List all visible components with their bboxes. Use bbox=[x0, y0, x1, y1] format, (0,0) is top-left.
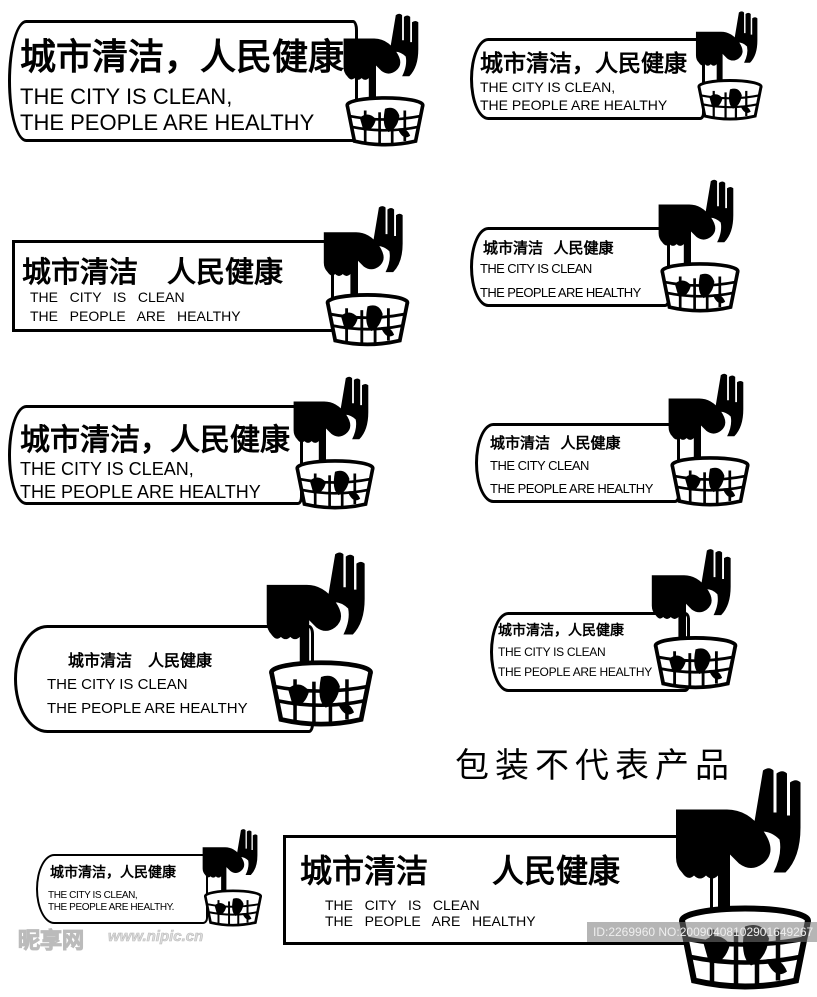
sign-6: 城市清洁 人民健康 THE CITY CLEAN THE PEOPLE ARE … bbox=[460, 355, 817, 525]
emblem bbox=[693, 2, 767, 128]
sign-9: 城市清洁，人民健康 THE CITY IS CLEAN, THE PEOPLE … bbox=[0, 810, 290, 952]
sign-english-line-1: THE CITY IS CLEAN, bbox=[480, 79, 616, 95]
sign-english-line-1: THE CITY IS CLEAN, bbox=[20, 84, 233, 109]
sign-english-line-2: THE PEOPLE ARE HEALTHY bbox=[30, 308, 241, 324]
sign-chinese-slogan: 城市清洁 人民健康 bbox=[300, 852, 621, 890]
sign-chinese-slogan: 城市清洁，人民健康 bbox=[20, 423, 290, 458]
hand-basket-emblem-icon bbox=[323, 206, 410, 347]
hand-basket-emblem-icon bbox=[343, 13, 425, 147]
watermark-url: www.nipic.cn bbox=[108, 928, 204, 946]
sign-english-line-1: THE CITY IS CLEAN bbox=[498, 645, 606, 659]
sign-chinese-slogan: 城市清洁 人民健康 bbox=[483, 239, 614, 257]
sign-7: 城市清洁 人民健康 THE CITY IS CLEAN THE PEOPLE A… bbox=[0, 530, 420, 740]
emblem bbox=[320, 195, 415, 355]
watermark-id-bar: ID:2269960 NO:20090408102901649267 bbox=[587, 922, 817, 942]
sign-plate bbox=[14, 625, 314, 733]
sign-chinese-slogan: 城市清洁 人民健康 bbox=[68, 651, 213, 670]
sign-plate bbox=[475, 423, 680, 503]
sign-english-line-2: THE PEOPLE ARE HEALTHY bbox=[20, 110, 315, 135]
sign-8: 城市清洁，人民健康 THE CITY IS CLEAN THE PEOPLE A… bbox=[460, 530, 817, 710]
hand-basket-emblem-icon bbox=[695, 11, 763, 121]
sign-english-line-1: THE CITY CLEAN bbox=[490, 458, 589, 473]
sign-plate bbox=[470, 38, 705, 120]
sign-english-line-2: THE PEOPLE ARE HEALTHY bbox=[20, 482, 261, 502]
hand-basket-emblem-icon bbox=[658, 179, 740, 313]
emblem bbox=[262, 538, 380, 738]
sign-english-line-2: THE PEOPLE ARE HEALTHY bbox=[480, 97, 668, 113]
sign-plate bbox=[470, 227, 670, 307]
sign-english-line-2: THE PEOPLE ARE HEALTHY bbox=[498, 665, 652, 679]
sign-chinese-slogan: 城市清洁 人民健康 bbox=[22, 255, 284, 289]
sign-english-line-2: THE PEOPLE ARE HEALTHY bbox=[490, 481, 653, 496]
sign-plate bbox=[8, 20, 358, 142]
sign-english-line-1: THE CITY IS CLEAN bbox=[47, 676, 188, 693]
sign-english-line-1: THE CITY IS CLEAN bbox=[480, 261, 592, 276]
sign-english-line-2: THE PEOPLE ARE HEALTHY bbox=[325, 913, 536, 929]
sign-plate bbox=[8, 405, 303, 505]
sign-english-line-2: THE PEOPLE ARE HEALTHY bbox=[47, 700, 248, 717]
emblem bbox=[290, 363, 380, 521]
sign-chinese-slogan: 城市清洁，人民健康 bbox=[20, 37, 345, 78]
hand-basket-emblem-icon bbox=[651, 549, 738, 690]
sign-plate bbox=[12, 240, 334, 332]
hand-basket-emblem-icon bbox=[202, 829, 263, 927]
sign-chinese-slogan: 城市清洁 人民健康 bbox=[490, 434, 621, 452]
sign-english-line-1: THE CITY IS CLEAN, bbox=[48, 890, 138, 901]
packaging-disclaimer: 包装不代表产品 bbox=[455, 746, 735, 786]
sign-4: 城市清洁 人民健康 THE CITY IS CLEAN THE PEOPLE A… bbox=[460, 165, 817, 335]
sign-english-line-2: THE PEOPLE ARE HEALTHY bbox=[480, 285, 641, 300]
emblem bbox=[200, 822, 266, 932]
watermark-logo: 昵享网 bbox=[17, 929, 85, 955]
sign-english-line-1: THE CITY IS CLEAN, bbox=[20, 459, 194, 479]
sign-english-line-2: THE PEOPLE ARE HEALTHY. bbox=[48, 902, 175, 913]
emblem bbox=[670, 762, 817, 992]
emblem bbox=[648, 538, 743, 698]
sign-chinese-slogan: 城市清洁，人民健康 bbox=[480, 51, 687, 77]
sign-chinese-slogan: 城市清洁，人民健康 bbox=[498, 623, 624, 639]
hand-basket-emblem-icon bbox=[293, 376, 375, 510]
sign-chinese-slogan: 城市清洁，人民健康 bbox=[50, 865, 176, 881]
sign-3: 城市清洁 人民健康 THE CITY IS CLEAN THE PEOPLE A… bbox=[0, 185, 420, 355]
hand-basket-emblem-icon bbox=[676, 768, 811, 990]
sign-5: 城市清洁，人民健康 THE CITY IS CLEAN, THE PEOPLE … bbox=[0, 355, 420, 525]
emblem bbox=[665, 363, 755, 515]
emblem bbox=[655, 170, 745, 320]
sign-plate bbox=[36, 854, 208, 924]
hand-basket-emblem-icon bbox=[266, 552, 373, 727]
sign-2: 城市清洁，人民健康 THE CITY IS CLEAN, THE PEOPLE … bbox=[460, 0, 817, 150]
hand-basket-emblem-icon bbox=[668, 373, 750, 507]
sign-english-line-1: THE CITY IS CLEAN bbox=[325, 897, 480, 913]
emblem bbox=[340, 0, 430, 158]
sign-1: 城市清洁，人民健康 THE CITY IS CLEAN, THE PEOPLE … bbox=[0, 0, 425, 160]
sign-english-line-1: THE CITY IS CLEAN bbox=[30, 289, 185, 305]
